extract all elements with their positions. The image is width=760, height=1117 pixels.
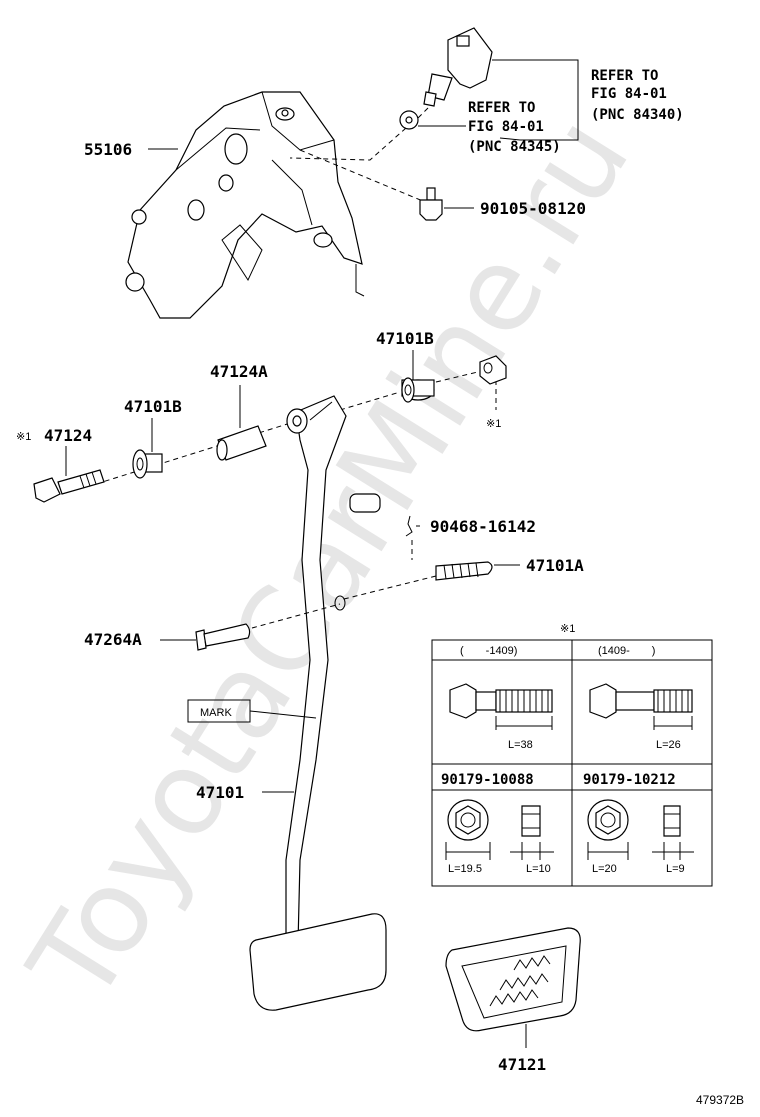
bushing-47101b-left [132,449,163,479]
label-47124: 47124 [44,426,92,445]
refer2-line3: (PNC 84345) [468,139,561,155]
bolt-47124 [33,469,105,503]
label-90105-08120: 90105-08120 [480,199,586,218]
label-47121: 47121 [498,1055,546,1074]
nut1-length-a: L=19.5 [448,863,482,875]
ref-mark-nut: ※1 [486,418,501,430]
label-47124a: 47124A [210,362,268,381]
pin-47264a [195,623,251,651]
pedal-pad-cover [445,927,581,1032]
nut2-length-b: L=9 [666,863,685,875]
label-90468-16142: 90468-16142 [430,517,536,536]
label-mark: MARK [200,707,232,719]
label-47101a: 47101A [526,556,584,575]
pedal-nut [479,355,507,385]
label-55106: 55106 [84,140,132,159]
label-47101: 47101 [196,783,244,802]
nut-variant-2 [587,799,694,860]
bolt-variant-2 [589,683,693,730]
clip-90468 [405,515,413,537]
switch-clip [399,110,419,130]
bolt-variant-1 [449,683,553,730]
refer2-line1: REFER TO [468,100,535,116]
bolt-90105 [419,187,443,221]
table-col2-header: (1409- ) [598,645,655,657]
pedal-pad [249,913,387,1011]
figure-code: 479372B [696,1093,744,1107]
bushing-47101b-right [401,377,435,403]
variant-table: ※1 ( -1409) (1409- ) L=38 L=26 90179-100… [431,623,713,887]
bolt1-length: L=38 [508,739,533,751]
nut1-part-number: 90179-10088 [441,772,534,788]
pedal-bracket [125,91,365,319]
stop-lamp-switch [423,27,493,107]
refer1-line3: (PNC 84340) [591,107,684,123]
nut-variant-1 [445,799,554,860]
label-47101b-left: 47101B [124,397,182,416]
table-note: ※1 [560,623,575,635]
label-47264a: 47264A [84,630,142,649]
table-col1-header: ( -1409) [460,645,517,657]
refer1-line2: FIG 84-01 [591,86,667,102]
cushion-47101a [435,561,493,581]
refer2-line2: FIG 84-01 [468,119,544,135]
nut1-length-b: L=10 [526,863,551,875]
nut2-part-number: 90179-10212 [583,772,676,788]
collar-47124a [216,425,267,461]
bolt2-length: L=26 [656,739,681,751]
nut2-length-a: L=20 [592,863,617,875]
ref-mark-47124: ※1 [16,431,31,443]
refer1-line1: REFER TO [591,68,658,84]
label-47101b-top: 47101B [376,329,434,348]
